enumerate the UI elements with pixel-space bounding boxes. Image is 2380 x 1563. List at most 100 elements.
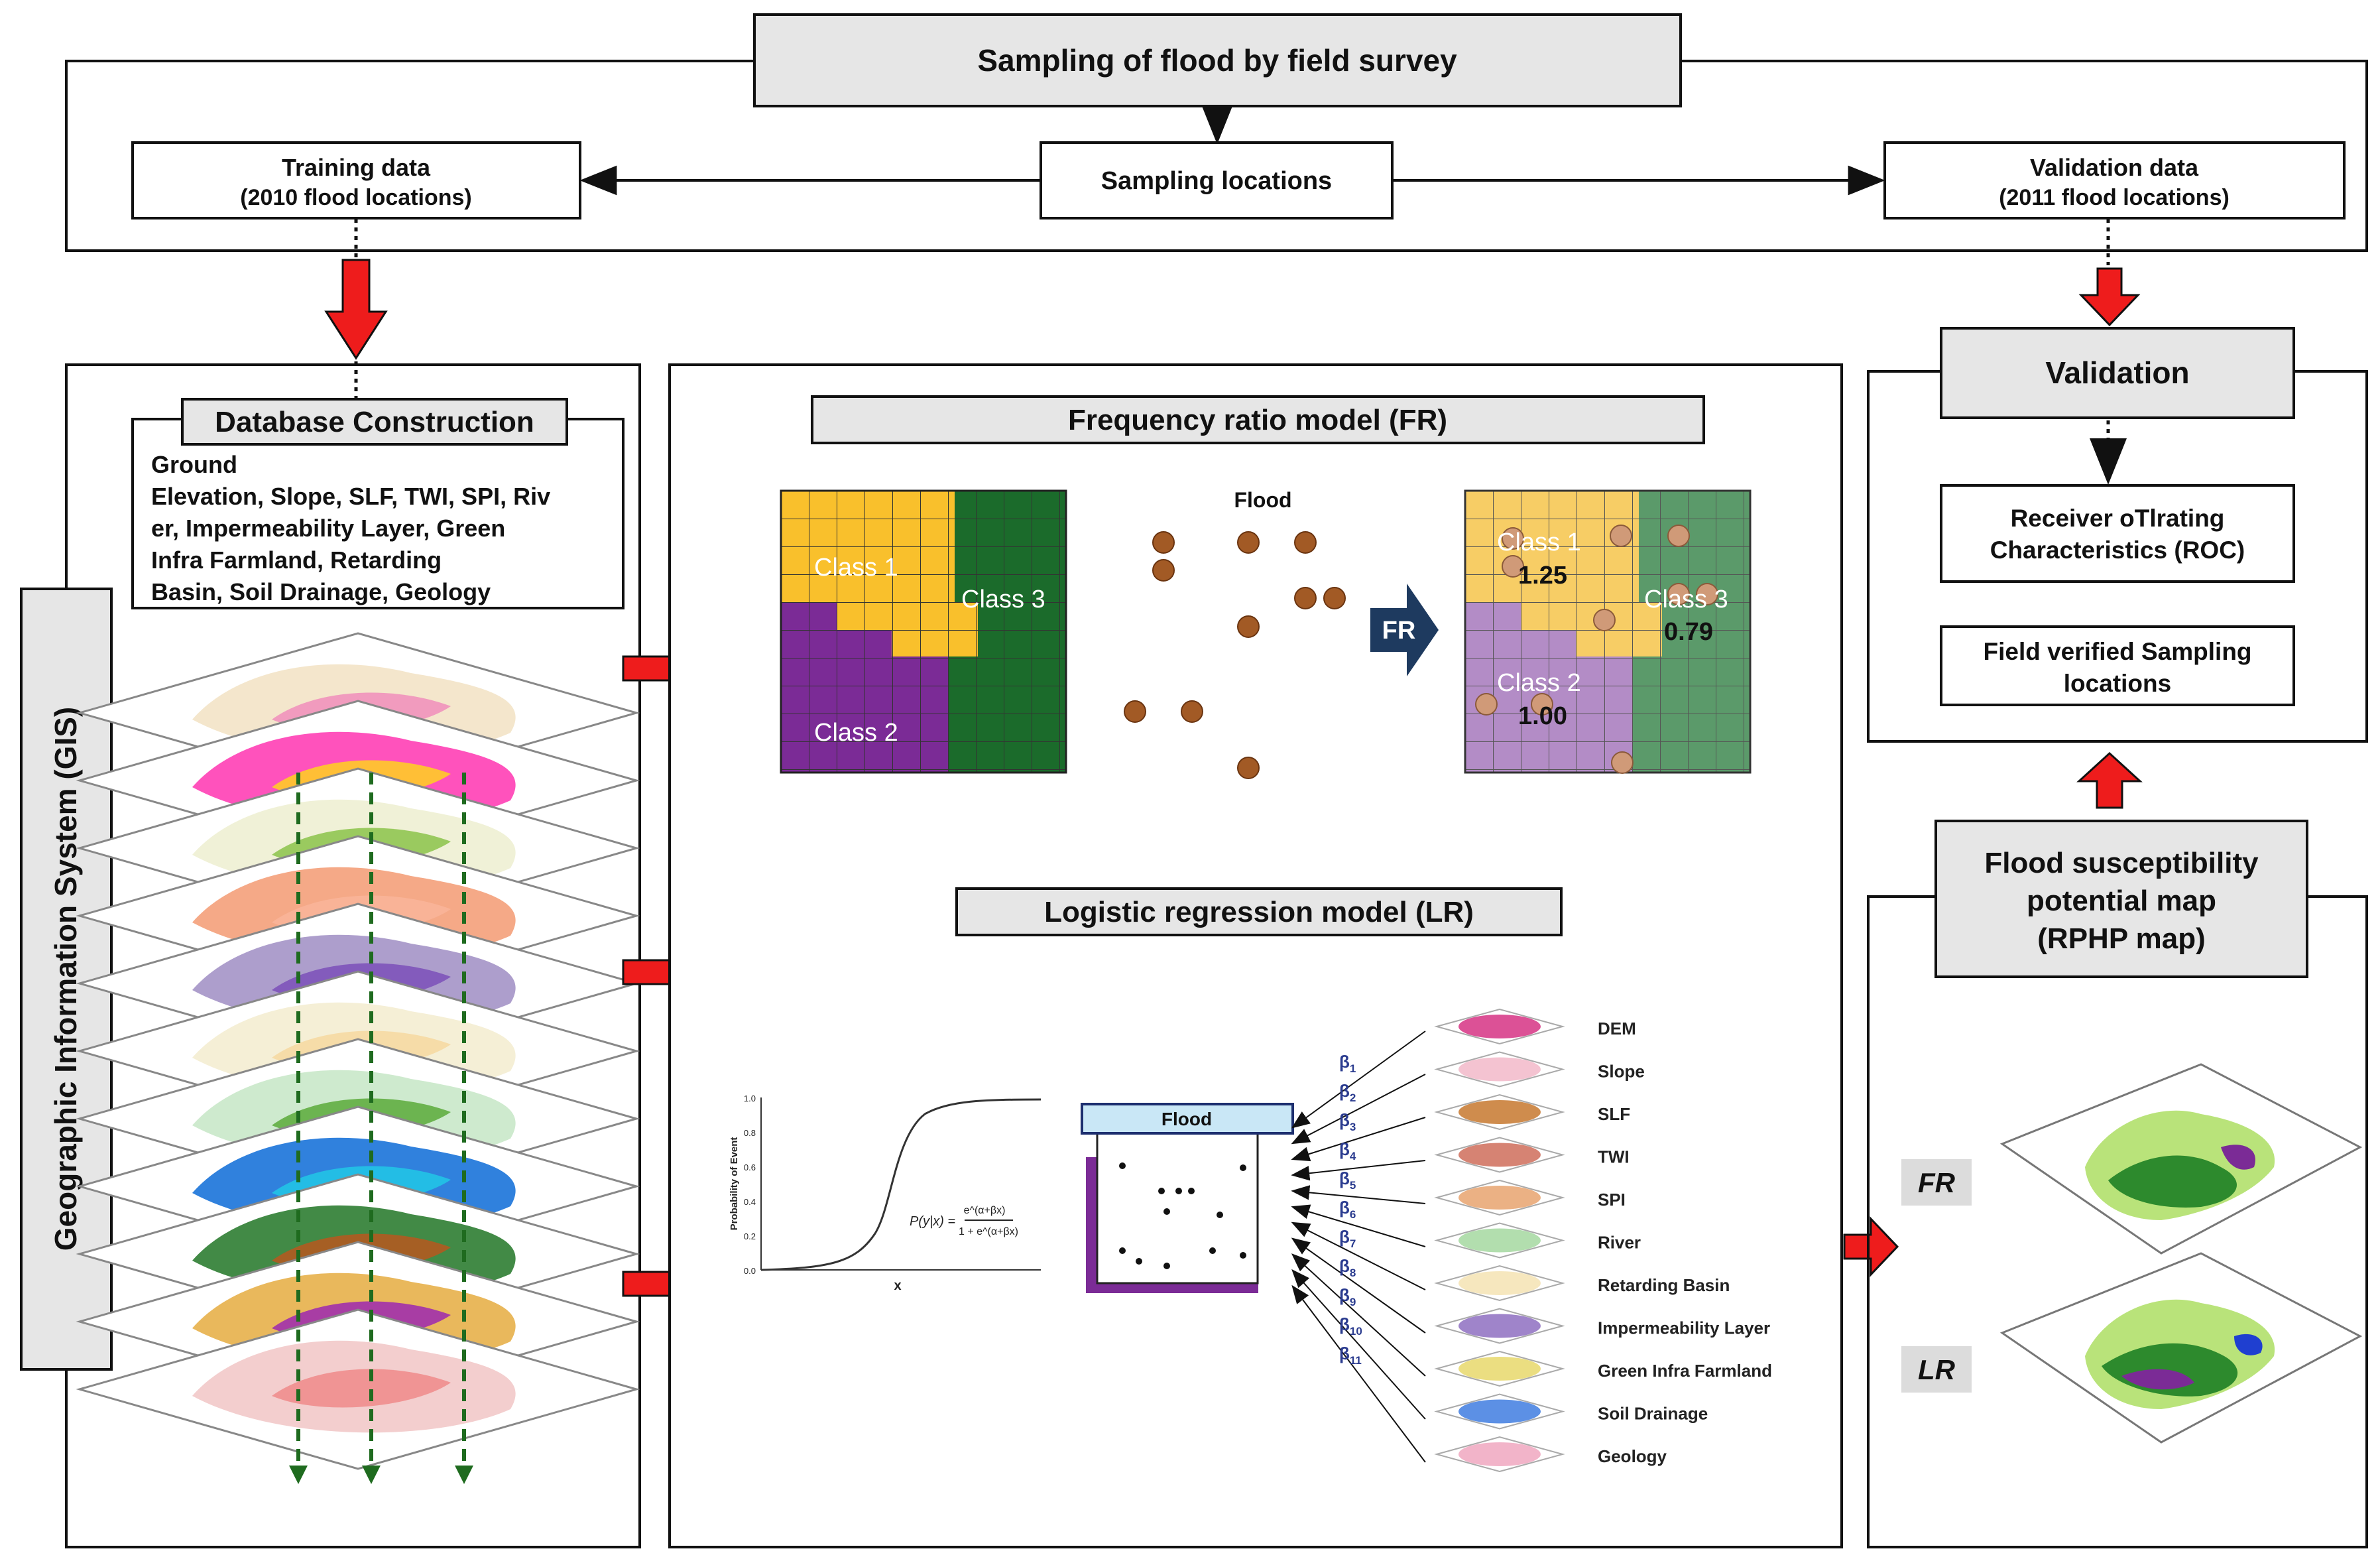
- lr-layer: [1434, 1179, 1565, 1216]
- validation-title-box: [1940, 327, 2295, 419]
- fr-arrow: [1370, 584, 1439, 676]
- map-frame: [1867, 895, 2368, 1548]
- lr-y-tick-4: 0.4: [744, 1197, 756, 1207]
- lr-beta-label: β6: [1339, 1198, 1356, 1221]
- lr-layer-label: DEM: [1598, 1019, 1636, 1038]
- training-data-title: Training data: [282, 154, 431, 181]
- lr-beta-label: β7: [1339, 1227, 1356, 1250]
- fr-class-1-label: Class 1: [814, 554, 898, 582]
- gis-frame: [65, 363, 641, 1548]
- field-verified-box: [1940, 625, 2295, 706]
- fr-flood-points: Flood: [1124, 488, 1346, 779]
- lr-layer-label: SLF: [1598, 1104, 1630, 1124]
- lr-layer-label: Geology: [1598, 1446, 1667, 1466]
- lr-beta-label: β4: [1339, 1139, 1356, 1162]
- lr-beta-arrow: [1291, 1237, 1426, 1334]
- database-line-1: Ground: [151, 451, 237, 478]
- map-panel: Flood susceptibility potential map (RPHP…: [1867, 820, 2368, 1548]
- model-panel: Frequency ratio model (FR) Class 1 Class…: [668, 363, 1843, 1548]
- gis-side-label: Geographic Information System (GIS): [48, 707, 83, 1251]
- database-line-3: er, Impermeability Layer, Green: [151, 515, 505, 542]
- lr-layer: [1434, 1350, 1565, 1387]
- lr-beta-label: β5: [1339, 1168, 1356, 1192]
- map-title-box: [1934, 820, 2308, 978]
- fr-flood-label: Flood: [1234, 488, 1291, 512]
- lr-layer-label: Retarding Basin: [1598, 1275, 1730, 1295]
- lr-map-tag-box: [1901, 1346, 1972, 1393]
- lr-formula-denominator: 1 + e^(α+βx): [959, 1226, 1018, 1237]
- lr-layer: [1434, 1265, 1565, 1302]
- lr-beta-arrow: [1291, 1074, 1426, 1145]
- lr-beta-label: β11: [1339, 1344, 1362, 1367]
- fr-result-map: FR: [1901, 1063, 2363, 1255]
- fr-map-tag-box: [1901, 1159, 1972, 1206]
- lr-map-tag: LR: [1918, 1354, 1956, 1385]
- database-text-box: [131, 418, 625, 609]
- fr-class-2-label: Class 2: [814, 719, 898, 747]
- sampling-locations-label: Sampling locations: [1101, 167, 1332, 195]
- lr-beta-label: β9: [1339, 1285, 1356, 1308]
- red-arrow-up-validation: [2076, 751, 2143, 809]
- lr-layer: [1434, 1137, 1565, 1173]
- lr-beta-arrow: [1291, 1284, 1426, 1463]
- lr-result-map: LR: [1901, 1252, 2363, 1444]
- roc-line-1: Receiver oTlrating: [2011, 505, 2225, 532]
- top-frame: [65, 60, 2368, 252]
- lr-beta-arrow: [1291, 1269, 1426, 1420]
- fr-result-value-3: 0.79: [1664, 618, 1713, 646]
- lr-layer-label: Slope: [1598, 1062, 1645, 1082]
- training-data-box: [131, 141, 581, 219]
- database-line-4: Infra Farmland, Retarding: [151, 546, 442, 574]
- gis-panel: Geographic Information System (GIS) Data…: [20, 363, 641, 1548]
- red-arrow-down-validation: [2078, 267, 2141, 327]
- validation-title: Validation: [2045, 355, 2189, 390]
- lr-layer: [1434, 1051, 1565, 1088]
- gis-layer-stack: [76, 632, 640, 1484]
- fr-result-grid: Class 1 1.25 Class 3 0.79 Class 2 1.00: [1464, 489, 1752, 774]
- lr-flood-box-label: Flood: [1161, 1109, 1212, 1129]
- red-arrow-right-map: [1843, 1216, 1899, 1277]
- lr-y-tick-6: 0.0: [744, 1266, 756, 1276]
- fr-map-tag: FR: [1918, 1167, 1956, 1198]
- lr-beta-arrow: [1291, 1185, 1426, 1204]
- lr-flood-sample-panel: Flood: [1081, 1103, 1294, 1293]
- field-verified-line-2: locations: [2064, 670, 2171, 697]
- training-data-subtitle: (2010 flood locations): [240, 185, 472, 210]
- lr-beta-label: β3: [1339, 1110, 1356, 1133]
- map-title-line-2: potential map: [2027, 885, 2216, 917]
- roc-box: [1940, 484, 2295, 583]
- validation-frame: [1867, 370, 2368, 743]
- lr-beta-arrow: [1291, 1221, 1426, 1290]
- lr-layer: [1434, 1393, 1565, 1430]
- lr-beta-arrow: [1291, 1253, 1426, 1377]
- fr-result-class-1-label: Class 1: [1497, 529, 1581, 556]
- lr-formula-numerator: e^(α+βx): [964, 1205, 1006, 1216]
- lr-sigmoid-chart: 1.0 0.8 0.6 0.4 0.2 0.0 Probability of E…: [729, 1094, 1041, 1293]
- validation-data-title: Validation data: [2030, 154, 2199, 181]
- lr-layer-label: SPI: [1598, 1190, 1626, 1210]
- lr-title-box: [955, 887, 1563, 936]
- lr-beta-arrow: [1291, 1031, 1426, 1129]
- lr-beta-arrow: [1291, 1204, 1426, 1247]
- lr-layer-label: TWI: [1598, 1147, 1630, 1167]
- lr-y-tick-2: 0.8: [744, 1128, 756, 1138]
- gis-layer: [76, 1308, 640, 1470]
- lr-y-tick-5: 0.2: [744, 1231, 756, 1241]
- map-title-line-3: (RPHP map): [2037, 922, 2205, 955]
- lr-beta-arrow: [1291, 1117, 1426, 1162]
- lr-title: Logistic regression model (LR): [1044, 896, 1474, 928]
- lr-flood-box: [1081, 1103, 1294, 1135]
- validation-panel: Validation Receiver oTlrating Characteri…: [1867, 327, 2368, 743]
- validation-data-subtitle: (2011 flood locations): [1999, 185, 2230, 210]
- database-title: Database Construction: [215, 406, 534, 438]
- lr-layer: [1434, 1308, 1565, 1344]
- database-line-2: Elevation, Slope, SLF, TWI, SPI, Riv: [151, 483, 550, 510]
- lr-layer-label: River: [1598, 1233, 1641, 1253]
- lr-y-axis-label: Probability of Event: [729, 1137, 740, 1231]
- lr-formula-lhs: P(y|x) =: [910, 1214, 955, 1229]
- red-arrow-down-training: [324, 259, 388, 360]
- lr-beta-arrow: [1291, 1160, 1426, 1181]
